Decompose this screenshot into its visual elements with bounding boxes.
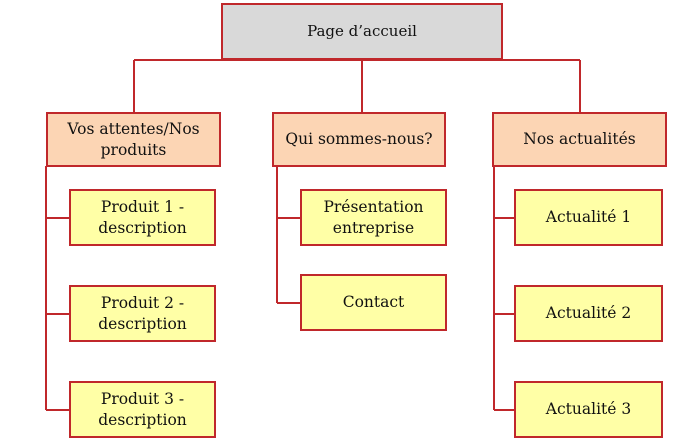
category-label: Qui sommes-nous? [285,130,433,148]
home-page-node: Page d’accueil [221,3,503,60]
leaf-label: Produit 2 - description [98,293,187,333]
news-3-node: Actualité 3 [514,381,663,438]
leaf-label: Produit 3 - description [98,389,187,429]
leaf-label: Actualité 1 [545,208,632,226]
product-1-node: Produit 1 - description [69,189,216,246]
contact-node: Contact [300,274,447,331]
leaf-label: Présentation entreprise [323,197,424,237]
category-news: Nos actualités [492,112,667,167]
leaf-label: Actualité 3 [545,400,632,418]
product-3-node: Produit 3 - description [69,381,216,438]
leaf-label: Produit 1 - description [98,197,187,237]
leaf-label: Actualité 2 [545,304,632,322]
category-about-us: Qui sommes-nous? [272,112,446,167]
category-label: Nos actualités [523,130,636,148]
home-page-label: Page d’accueil [307,22,417,40]
news-1-node: Actualité 1 [514,189,663,246]
news-2-node: Actualité 2 [514,285,663,342]
leaf-label: Contact [342,293,405,311]
company-presentation-node: Présentation entreprise [300,189,447,246]
product-2-node: Produit 2 - description [69,285,216,342]
category-expectations-products: Vos attentes/Nos produits [46,112,221,167]
category-label: Vos attentes/Nos produits [67,119,200,159]
